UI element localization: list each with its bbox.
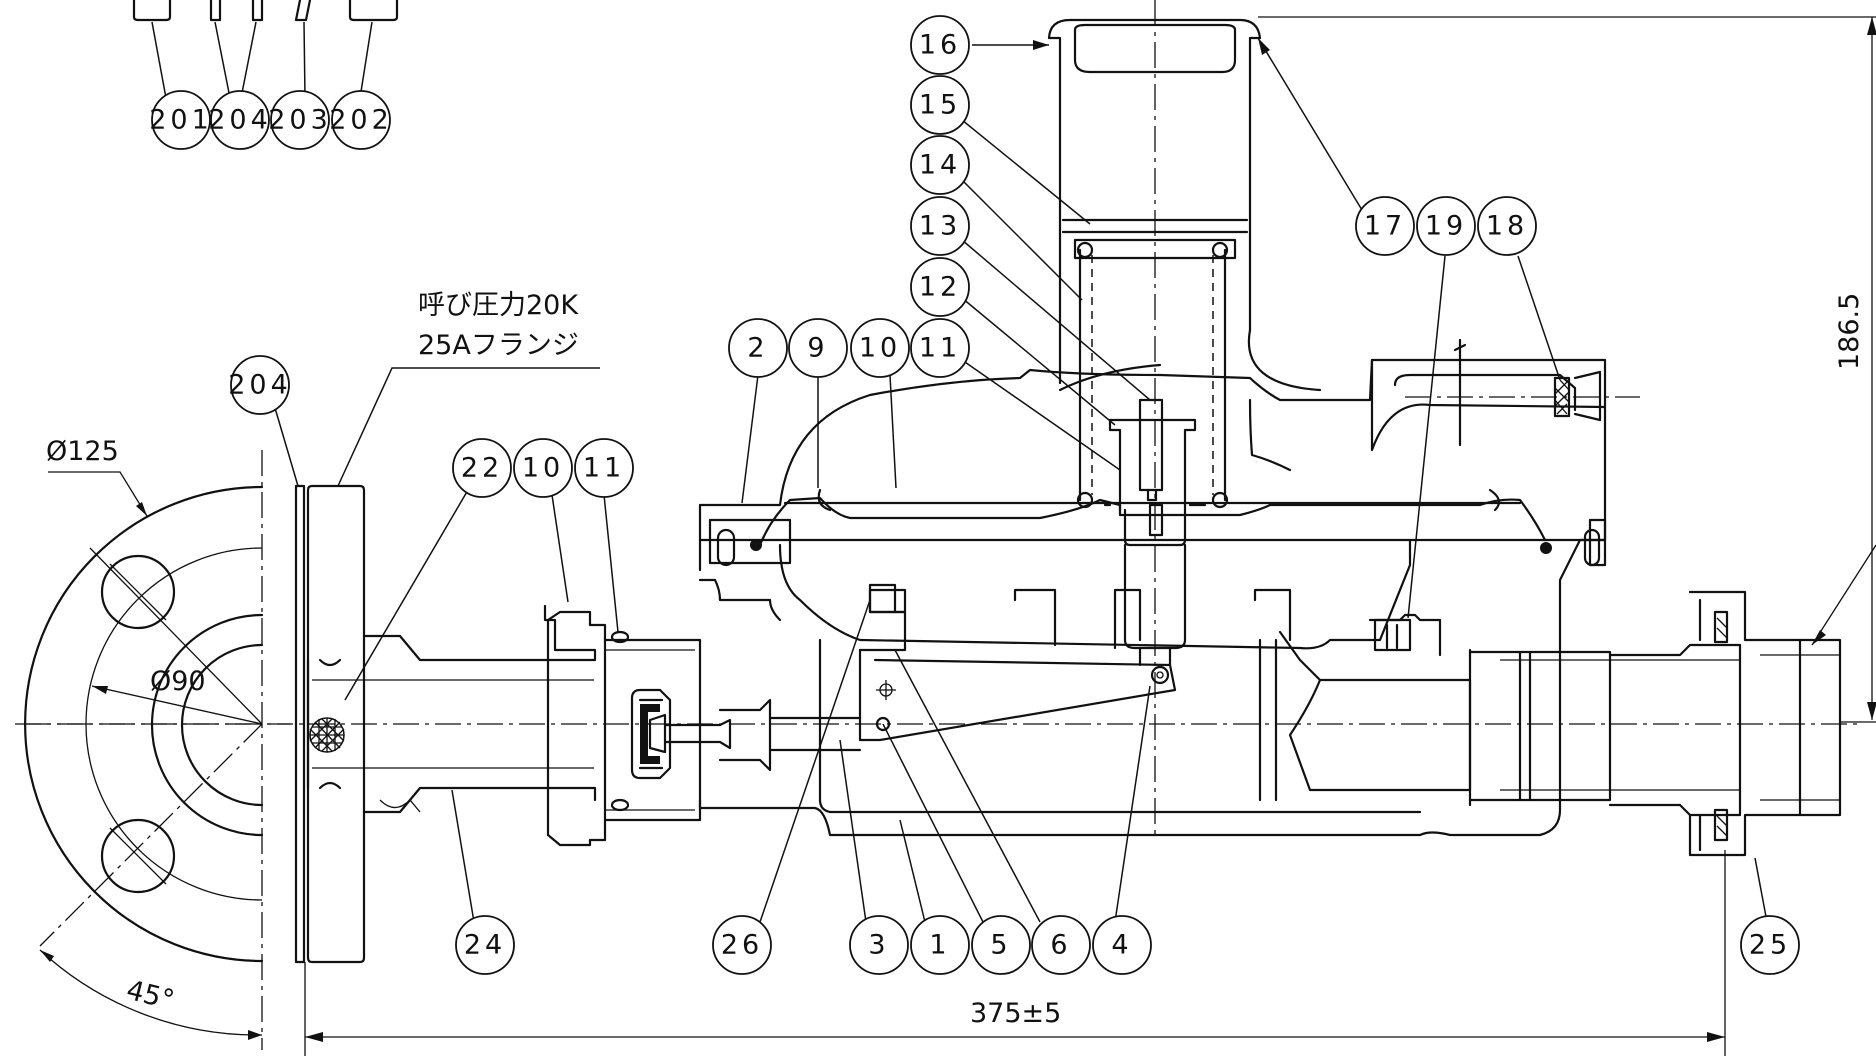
svg-text:9: 9 <box>807 333 828 364</box>
svg-text:26: 26 <box>721 930 763 961</box>
callout-10: 10 <box>850 318 910 378</box>
callout-10-union: 10 <box>513 438 573 498</box>
callout-204: 204 <box>208 90 272 150</box>
strainer-mesh <box>309 717 345 753</box>
callout-15: 15 <box>910 75 970 135</box>
svg-text:5: 5 <box>990 930 1011 961</box>
svg-text:4: 4 <box>1111 930 1132 961</box>
callout-201: 201 <box>149 90 213 150</box>
callout-5: 5 <box>971 915 1031 975</box>
svg-text:19: 19 <box>1425 211 1467 242</box>
svg-text:201: 201 <box>149 105 213 136</box>
main-body <box>698 358 1607 837</box>
callout-6: 6 <box>1031 915 1091 975</box>
svg-text:18: 18 <box>1486 211 1528 242</box>
callout-204-flange: 204 <box>228 355 292 415</box>
svg-text:10: 10 <box>522 453 564 484</box>
pitch-diameter-label: Ø90 <box>150 666 206 697</box>
callout-11-union: 11 <box>574 438 634 498</box>
callout-24: 24 <box>455 915 515 975</box>
outer-diameter-label: Ø125 <box>46 436 119 467</box>
svg-text:22: 22 <box>461 453 503 484</box>
length-dimension-label: 375±5 <box>970 998 1061 1029</box>
callout-9: 9 <box>788 318 848 378</box>
callout-3: 3 <box>849 915 909 975</box>
svg-text:14: 14 <box>919 150 961 181</box>
svg-text:12: 12 <box>919 272 961 303</box>
svg-text:25: 25 <box>1749 930 1791 961</box>
svg-text:11: 11 <box>919 333 961 364</box>
callout-1: 1 <box>910 915 970 975</box>
valve-seat-linkage <box>630 543 1187 780</box>
svg-text:1: 1 <box>929 930 950 961</box>
callout-25: 25 <box>1740 915 1800 975</box>
callout-2: 2 <box>728 318 788 378</box>
spring-bonnet <box>1047 18 1322 547</box>
svg-text:204: 204 <box>208 105 272 136</box>
svg-text:16: 16 <box>919 30 961 61</box>
svg-text:24: 24 <box>464 930 506 961</box>
callout-14: 14 <box>910 135 970 195</box>
svg-text:15: 15 <box>919 90 961 121</box>
dimensions <box>304 16 1876 1056</box>
callout-17: 17 <box>1355 196 1415 256</box>
leader-lines <box>274 37 1768 923</box>
svg-text:2: 2 <box>747 333 768 364</box>
callout-19: 19 <box>1416 196 1476 256</box>
svg-text:10: 10 <box>859 333 901 364</box>
callout-26: 26 <box>712 915 772 975</box>
callout-13: 13 <box>910 196 970 256</box>
svg-text:17: 17 <box>1364 211 1406 242</box>
svg-text:13: 13 <box>919 211 961 242</box>
callout-203: 203 <box>268 90 332 150</box>
svg-text:3: 3 <box>868 930 889 961</box>
vent-port <box>1370 338 1640 452</box>
svg-text:202: 202 <box>329 105 393 136</box>
callout-11: 11 <box>910 318 970 378</box>
inlet-flange <box>294 484 702 964</box>
small-parts-sketch <box>132 0 399 99</box>
callout-4: 4 <box>1092 915 1152 975</box>
callout-12: 12 <box>910 257 970 317</box>
outlet-union <box>1278 590 1842 857</box>
angle-label: 45° <box>123 975 177 1017</box>
callout-202: 202 <box>329 90 393 150</box>
flange-size-label: 25Aフランジ <box>418 330 579 361</box>
callout-18: 18 <box>1477 196 1537 256</box>
height-dimension-label: 186.5 <box>1834 293 1865 370</box>
callout-22: 22 <box>452 438 512 498</box>
flange-pressure-label: 呼び圧力20K <box>418 290 579 321</box>
flange-end-view <box>23 450 290 1050</box>
svg-text:204: 204 <box>228 370 292 401</box>
callout-16: 16 <box>910 15 970 75</box>
svg-text:11: 11 <box>583 453 625 484</box>
callout-bubbles: 201 204 203 202 16 15 14 13 12 2 9 10 11… <box>149 15 1800 975</box>
svg-text:203: 203 <box>268 105 332 136</box>
svg-text:6: 6 <box>1050 930 1071 961</box>
